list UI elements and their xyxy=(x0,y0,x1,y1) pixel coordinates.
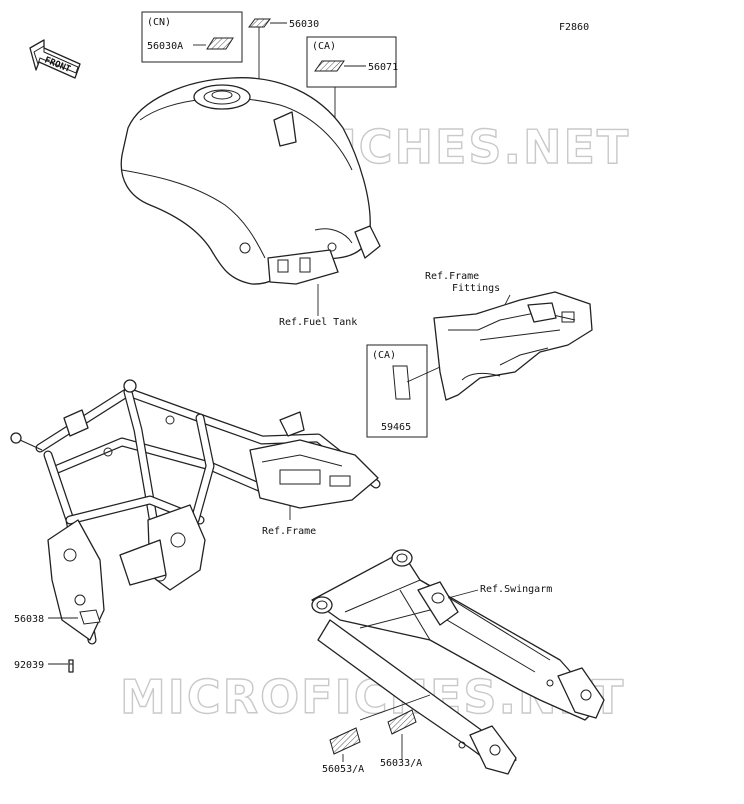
part-label-56030A: 56030A xyxy=(147,41,183,52)
decal-56033A-icon xyxy=(387,709,417,735)
decal-59465-icon xyxy=(392,365,411,400)
ref-frame: Ref.Frame xyxy=(262,526,316,537)
frame-fittings xyxy=(433,291,593,401)
ref-swingarm: Ref.Swingarm xyxy=(480,584,552,595)
callout-region-cn: (CN) xyxy=(147,17,171,28)
callout-box-ca-56071: (CA) 56071 xyxy=(306,36,398,88)
decal-56030A-icon xyxy=(206,37,234,50)
part-label-56071: 56071 xyxy=(368,62,398,73)
part-label-92039: 92039 xyxy=(14,660,44,671)
ref-fuel-tank: Ref.Fuel Tank xyxy=(279,317,357,328)
part-label-56038: 56038 xyxy=(14,614,44,625)
decal-56053A-icon xyxy=(329,727,361,755)
decal-56038-icon xyxy=(79,609,101,625)
ref-frame-fittings-line1: Ref.Frame xyxy=(425,271,479,282)
part-label-59465: 59465 xyxy=(381,422,411,433)
callout-box-ca-59465: (CA) 59465 xyxy=(366,344,428,438)
callout-region-ca: (CA) xyxy=(312,41,336,52)
decal-56030-icon xyxy=(248,18,271,28)
part-label-56053A: 56053/A xyxy=(322,764,364,775)
figure-code: F2860 xyxy=(559,22,589,33)
callout-region-ca-2: (CA) xyxy=(372,350,396,361)
fuel-tank xyxy=(120,77,381,285)
swingarm xyxy=(311,549,605,775)
main-frame xyxy=(10,379,381,645)
part-label-56030: 56030 xyxy=(289,19,319,30)
ref-frame-fittings-line2: Fittings xyxy=(452,283,500,294)
front-arrow-icon: FRONT xyxy=(29,39,81,79)
part-label-56033A: 56033/A xyxy=(380,758,422,769)
rivet-92039-icon xyxy=(68,659,74,673)
decal-56071-icon xyxy=(314,60,345,72)
callout-box-cn: (CN) 56030A xyxy=(141,11,243,63)
